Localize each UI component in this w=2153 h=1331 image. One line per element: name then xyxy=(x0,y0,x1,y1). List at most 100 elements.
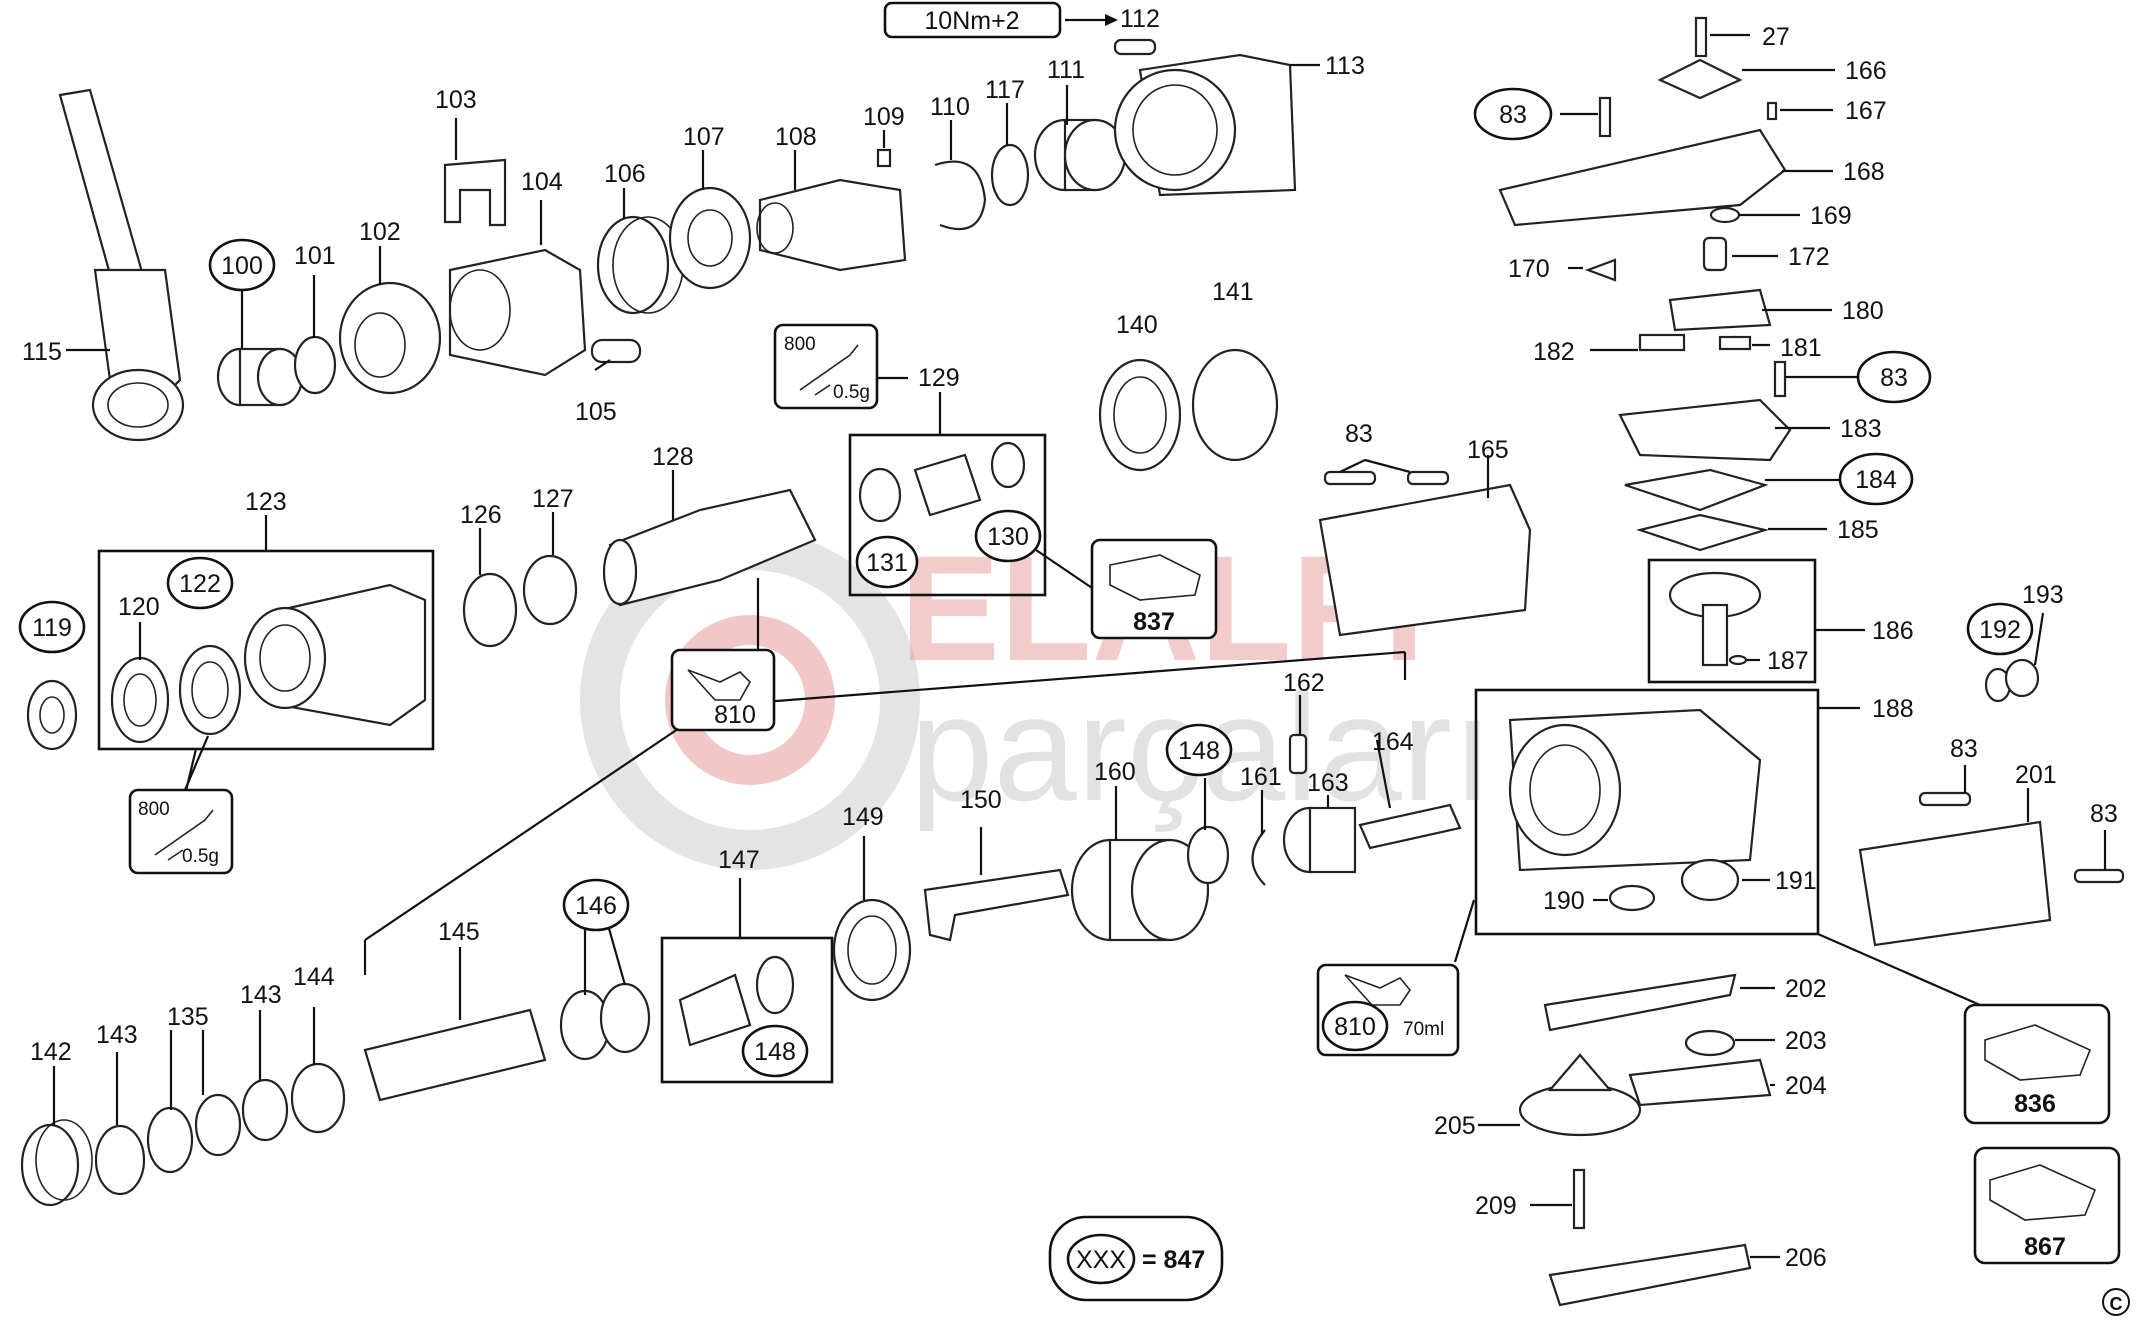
label-103: 103 xyxy=(435,86,477,114)
part-181-spring xyxy=(1718,335,1752,351)
box-186 xyxy=(1647,558,1817,684)
grease-bottom-amount: 0.5g xyxy=(182,846,219,867)
label-107: 107 xyxy=(683,123,725,151)
part-83-screw-c xyxy=(1598,96,1612,138)
part-186-gear-shaft xyxy=(1668,571,1762,667)
oil-810-left-code: 810 xyxy=(714,701,756,729)
box-188 xyxy=(1474,688,1820,936)
part-184-gasket xyxy=(1624,468,1769,512)
grease-bottom-code: 800 xyxy=(138,799,170,820)
label-115: 115 xyxy=(22,338,62,366)
copyright-mark: C xyxy=(2102,1288,2130,1316)
part-ring-extra xyxy=(194,1093,242,1157)
kit-836-icon xyxy=(1984,1024,2092,1081)
part-108 xyxy=(756,178,907,272)
callout-130: 130 xyxy=(987,523,1029,551)
callout-146: 146 xyxy=(575,892,617,920)
label-209: 209 xyxy=(1475,1192,1517,1220)
kit-box-867: 867 xyxy=(1973,1146,2121,1265)
label-163: 163 xyxy=(1307,769,1349,797)
part-107-washer xyxy=(668,186,752,290)
part-140-bearing xyxy=(1098,358,1182,472)
label-150: 150 xyxy=(960,786,1002,814)
label-203: 203 xyxy=(1785,1027,1827,1055)
part-203-gear xyxy=(1684,1029,1736,1057)
label-164: 164 xyxy=(1372,728,1414,756)
oil-box-810-left: 810 xyxy=(670,648,776,732)
part-191-bearing xyxy=(1680,858,1740,902)
label-205: 205 xyxy=(1434,1112,1476,1140)
part-128-spindle xyxy=(602,488,817,607)
callout-148-a: 148 xyxy=(1178,737,1220,765)
part-102 xyxy=(338,281,442,395)
callout-192: 192 xyxy=(1979,616,2021,644)
kit-box-836: 836 xyxy=(1963,1003,2111,1125)
part-83-screw-b xyxy=(1406,470,1450,486)
label-187: 187 xyxy=(1767,647,1809,675)
part-165-cover xyxy=(1318,483,1532,637)
label-83-d: 83 xyxy=(2090,800,2118,828)
grease-top-amount: 0.5g xyxy=(833,382,870,403)
label-128: 128 xyxy=(652,443,694,471)
part-185-seal xyxy=(1636,513,1770,552)
label-27: 27 xyxy=(1762,23,1790,51)
oil-810-right-code: 810 xyxy=(1334,1013,1376,1041)
label-143-b: 143 xyxy=(96,1021,138,1049)
label-126: 126 xyxy=(460,501,502,529)
part-170-latch xyxy=(1584,258,1617,282)
kit-867-label: 867 xyxy=(2024,1233,2066,1261)
box-147 xyxy=(660,936,834,1084)
part-144-bushing xyxy=(290,1062,346,1134)
part-135-ring xyxy=(146,1106,194,1174)
label-172: 172 xyxy=(1788,243,1830,271)
label-112: 112 xyxy=(1120,5,1160,33)
part-119-washer xyxy=(26,679,78,751)
part-106-spring xyxy=(596,215,684,315)
label-186: 186 xyxy=(1872,617,1914,645)
circled-label-text: 100 122 119 131 130 148 148 146 83 83 18… xyxy=(32,101,2021,1066)
label-160: 160 xyxy=(1094,758,1136,786)
part-146-oring-b xyxy=(599,982,651,1054)
part-126-ring xyxy=(462,572,518,648)
part-103-clip xyxy=(443,158,507,227)
label-202: 202 xyxy=(1785,975,1827,1003)
label-167: 167 xyxy=(1845,97,1887,125)
label-206: 206 xyxy=(1785,1244,1827,1272)
label-143-a: 143 xyxy=(240,981,282,1009)
part-169-oring xyxy=(1709,206,1741,224)
label-165: 165 xyxy=(1467,436,1509,464)
part-105-pin xyxy=(590,338,642,364)
part-117-oring xyxy=(990,143,1030,207)
part-182-slider xyxy=(1638,333,1686,352)
part-202-chain xyxy=(1543,973,1737,1032)
part-145-tube xyxy=(363,1008,547,1102)
kit-867-icon xyxy=(1989,1164,2097,1221)
part-141-circlip xyxy=(1191,348,1279,462)
label-83-e: 83 xyxy=(1345,420,1373,448)
part-131-oring xyxy=(858,467,902,523)
callout-119: 119 xyxy=(32,614,72,642)
part-83-screw-d xyxy=(1773,360,1787,398)
label-188: 188 xyxy=(1872,695,1914,723)
part-143-ring-b xyxy=(241,1078,289,1142)
oil-810-right-amount: 70ml xyxy=(1403,1019,1444,1040)
part-142-spring xyxy=(20,1119,93,1207)
part-180-selector xyxy=(1668,288,1772,332)
label-135: 135 xyxy=(167,1003,209,1031)
grease-gun-icon xyxy=(799,344,859,396)
label-83-c: 83 xyxy=(1950,735,1978,763)
label-145: 145 xyxy=(438,918,480,946)
label-129: 129 xyxy=(918,364,960,392)
label-144: 144 xyxy=(293,963,335,991)
part-101-ring xyxy=(293,335,337,395)
label-166: 166 xyxy=(1845,57,1887,85)
label-109: 109 xyxy=(863,103,905,131)
label-168: 168 xyxy=(1843,158,1885,186)
callout-122: 122 xyxy=(179,570,221,598)
label-169: 169 xyxy=(1810,202,1852,230)
callout-148-b: 148 xyxy=(754,1038,796,1066)
part-83-screw-a xyxy=(1323,470,1377,486)
torque-note-text: 10Nm+2 xyxy=(924,7,1019,35)
part-27-screw xyxy=(1694,16,1708,58)
